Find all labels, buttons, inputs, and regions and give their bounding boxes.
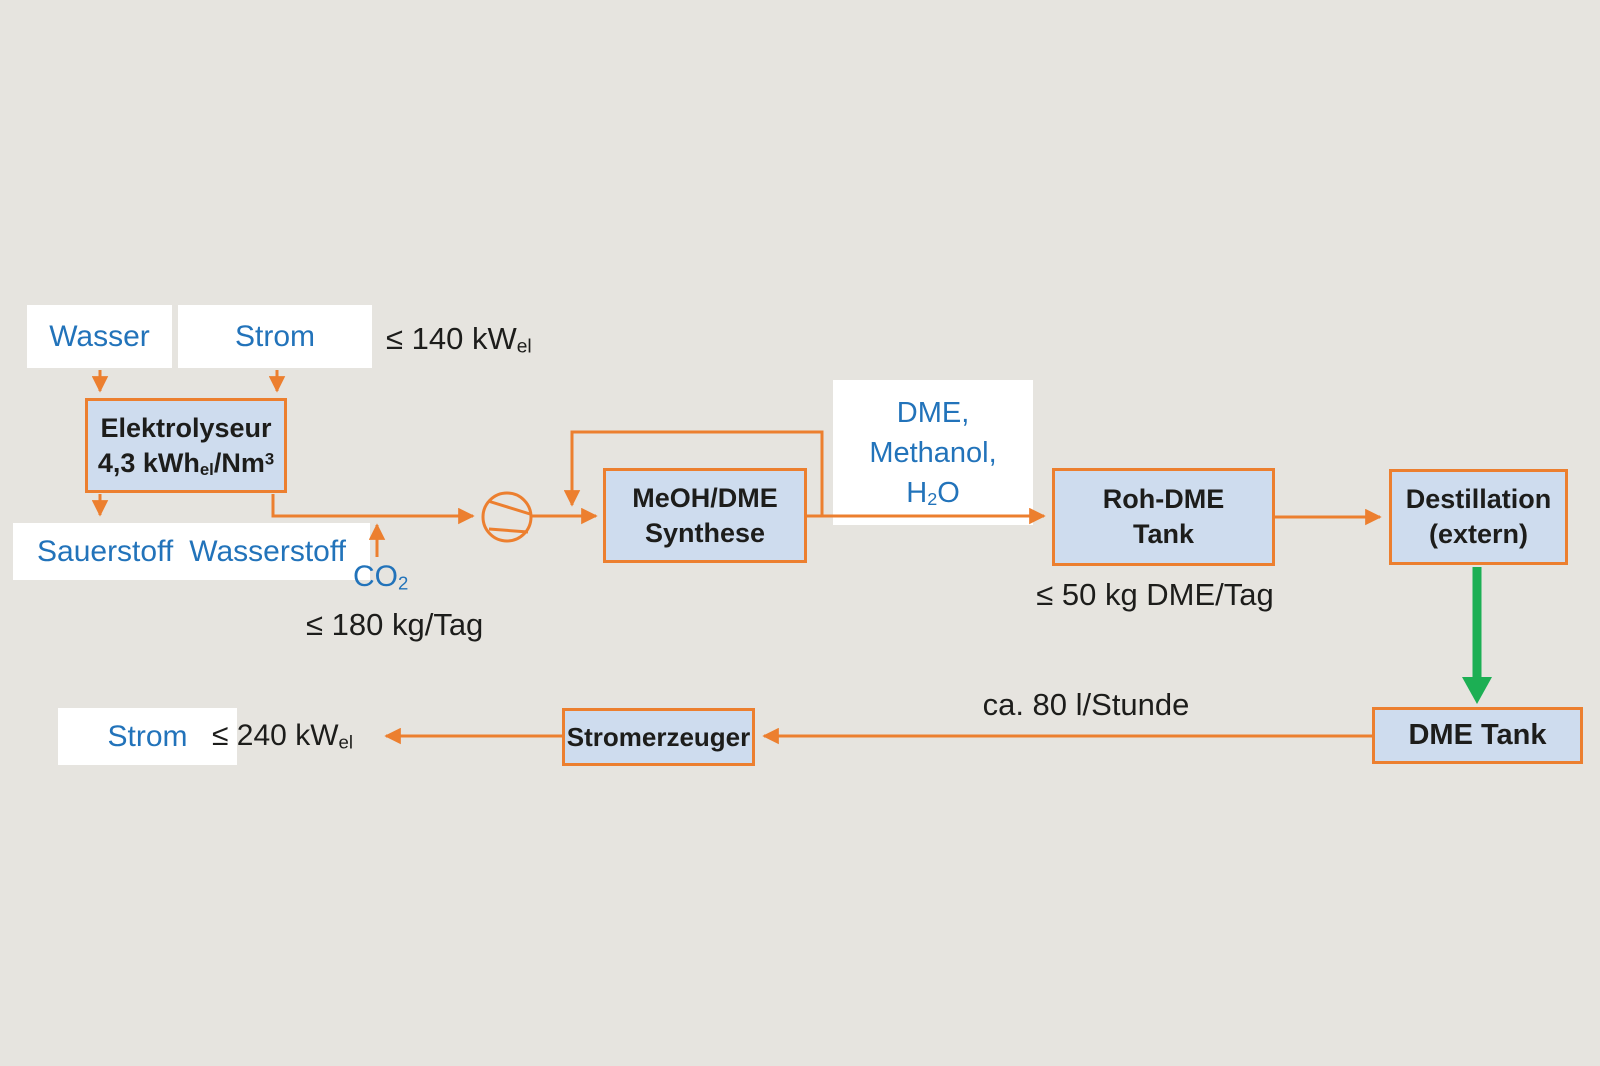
strom-in-label: Strom: [234, 319, 315, 353]
annotation-limit-140: ≤ 140 kWel: [386, 318, 532, 360]
elektrolyseur-line1: Elektrolyseur: [100, 412, 272, 443]
compressor-icon-chords: [487, 499, 531, 534]
h2o-sub: 2: [927, 488, 938, 509]
elektrolyseur-value: 4,3 kWh: [97, 447, 200, 478]
line-wasserstoff-to-compressor: [271, 494, 475, 525]
limit-50-text: ≤ 50 kg DME/Tag: [1036, 577, 1274, 612]
stream-label-products: DME, Methanol, H2O: [833, 380, 1033, 525]
synthese-line1: MeOH/DME: [632, 482, 778, 513]
limit-180-text: ≤ 180 kg/Tag: [306, 607, 484, 642]
limit-140-text: ≤ 140 kW: [386, 321, 517, 356]
annotation-limit-240: ≤ 240 kWel: [212, 715, 353, 757]
elektrolyseur-unit: /Nm: [213, 447, 265, 478]
elektrolyseur-sub: el: [199, 459, 214, 479]
process-box-stromerzeuger: Stromerzeuger: [562, 708, 755, 766]
roh-dme-line2: Tank: [1132, 519, 1194, 549]
process-box-roh-dme-tank: Roh-DME Tank: [1052, 468, 1275, 566]
products-line1: DME,: [896, 396, 970, 429]
stromerzeuger-label: Stromerzeuger: [566, 721, 751, 752]
input-label-wasser: Wasser: [27, 305, 172, 368]
process-box-destillation: Destillation (extern): [1389, 469, 1568, 565]
wasser-label: Wasser: [49, 319, 150, 353]
co2-text: CO: [353, 560, 398, 593]
annotation-limit-50: ≤ 50 kg DME/Tag: [1030, 574, 1280, 616]
wasserstoff-label: Wasserstoff: [189, 534, 346, 568]
output-label-strom: Strom: [58, 708, 237, 765]
output-label-gases: Sauerstoff Wasserstoff: [13, 523, 370, 580]
co2-sub: 2: [398, 572, 409, 594]
input-label-strom: Strom: [178, 305, 372, 368]
elektrolyseur-sup: 3: [264, 448, 275, 468]
products-line3: H2O: [906, 473, 960, 513]
h2o-o: O: [937, 476, 960, 509]
limit-140-sub: el: [516, 336, 532, 358]
dme-tank-label: DME Tank: [1408, 719, 1547, 751]
destillation-line2: (extern): [1428, 519, 1529, 549]
sauerstoff-label: Sauerstoff: [37, 534, 174, 568]
products-line2: Methanol,: [869, 436, 997, 469]
destillation-line1: Destillation: [1405, 484, 1552, 514]
rate-80-text: ca. 80 l/Stunde: [982, 687, 1190, 722]
roh-dme-line1: Roh-DME: [1102, 484, 1225, 514]
synthese-line2: Synthese: [644, 517, 766, 548]
co2-label: CO2: [353, 556, 408, 598]
process-box-elektrolyseur: Elektrolyseur 4,3 kWhel/Nm3: [85, 398, 287, 493]
arrow-destillation-to-dme-tank-head: [1462, 677, 1492, 704]
process-box-synthese: MeOH/DME Synthese: [603, 468, 807, 563]
compressor-icon: [481, 491, 533, 543]
limit-240-sub: el: [338, 731, 353, 753]
annotation-limit-180: ≤ 180 kg/Tag: [306, 604, 483, 646]
annotation-rate-80: ca. 80 l/Stunde: [941, 684, 1231, 726]
limit-240-text: ≤ 240 kW: [212, 719, 339, 752]
process-box-dme-tank: DME Tank: [1372, 707, 1583, 764]
strom-out-label: Strom: [107, 719, 188, 753]
elektrolyseur-line2: 4,3 kWhel/Nm3: [98, 446, 274, 481]
h2o-h: H: [906, 476, 928, 509]
